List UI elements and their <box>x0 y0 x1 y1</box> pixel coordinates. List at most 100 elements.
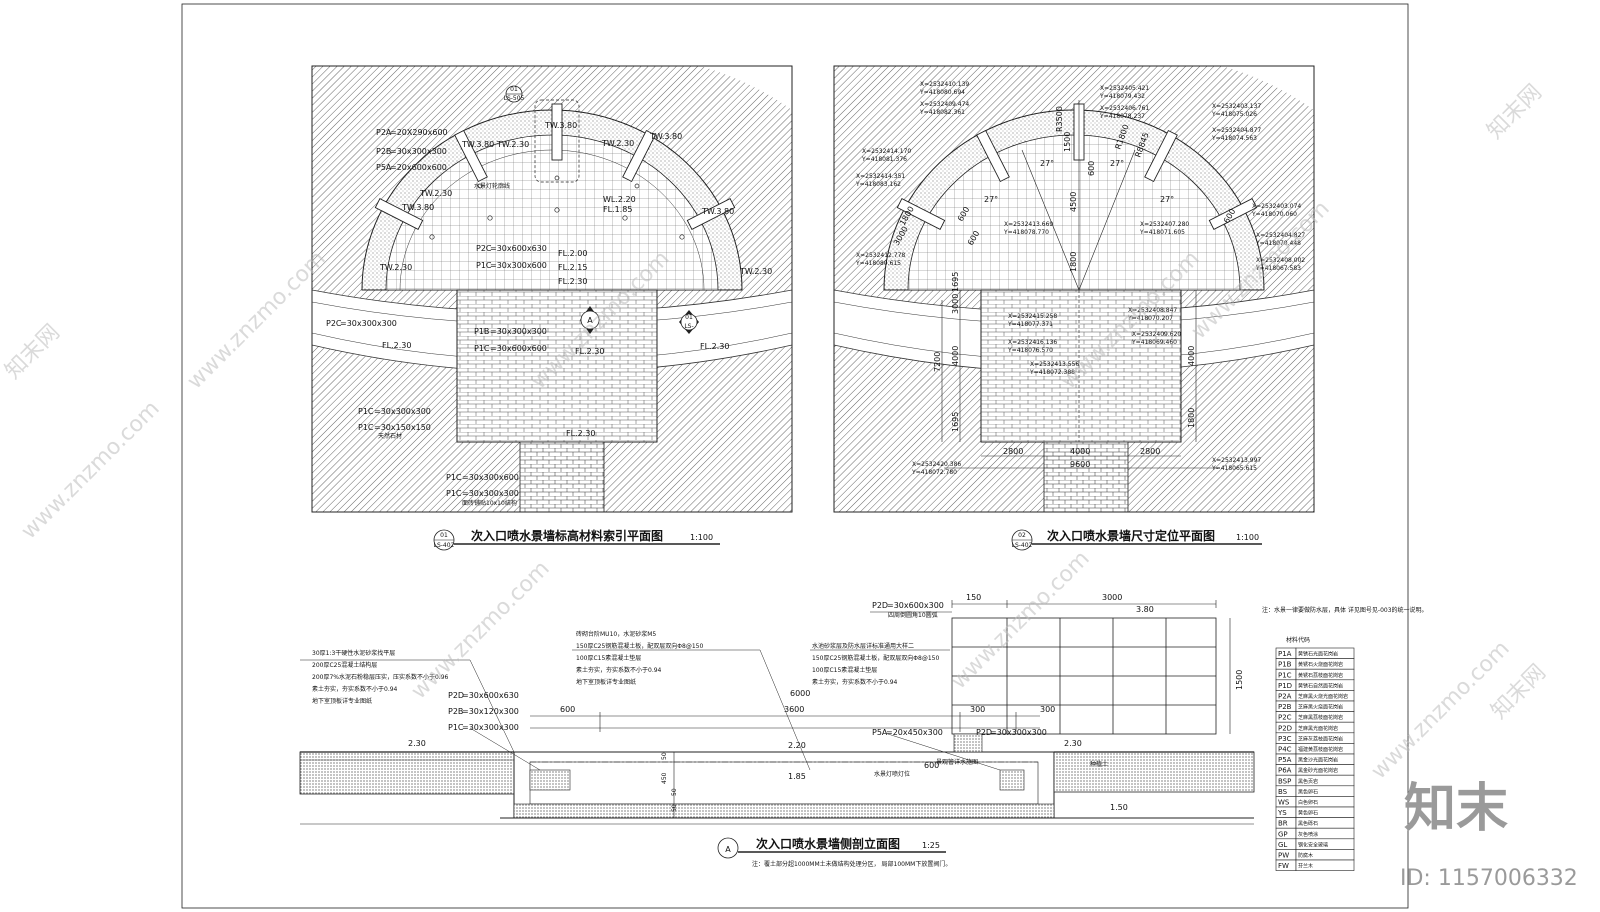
coord-label: X=2532414.170 <box>862 148 911 155</box>
legend-desc: 黄锈石光面花岗岩 <box>1298 651 1338 658</box>
plan1-label: P1B <box>474 327 489 336</box>
coord-label: Y=418075.026 <box>1211 111 1257 118</box>
legend-code: P1B <box>1278 661 1292 669</box>
coord-label: X=2532403.137 <box>1212 103 1261 110</box>
dim-label: 27° <box>1110 159 1124 168</box>
section-label: P2D <box>976 728 992 737</box>
legend-desc: 芝麻黑荔枝面花岗岩 <box>1298 714 1343 721</box>
section-label: 1.85 <box>788 772 806 781</box>
plan2-sheet: LS-402 <box>1012 542 1033 549</box>
section-elevation: 30厚1:3干硬性水泥砂浆找平层 200厚C25混凝土结构层 200厚7%水泥石… <box>299 593 1255 868</box>
section-note: 地下室顶板详专业图纸 <box>312 697 372 705</box>
section-label: 2.30 <box>408 739 426 748</box>
brand-id: ID: 1157006332 <box>1400 866 1578 891</box>
plan1-label: P1C <box>358 423 374 432</box>
coord-label: Y=418079.432 <box>1099 93 1145 100</box>
section-title-block: A 次入口喷水景墙侧剖立面图 1:25 注：覆土部分超1000MM土未做结构处理… <box>717 836 951 868</box>
plan1-label: TW.2.30 <box>379 263 412 272</box>
plan1-label: FL.2.30 <box>575 347 604 356</box>
coord-label: X=2532413.556 <box>1030 361 1079 368</box>
legend-row: P1A 黄锈石光面花岗岩 <box>1275 647 1355 659</box>
section-label: 450 <box>661 772 668 784</box>
coord-label: X=2532414.351 <box>856 173 905 180</box>
section-label: 2.20 <box>788 741 806 750</box>
section-label: 四周倒圆角10圆弧 <box>888 611 938 619</box>
legend-desc: 白色卵石 <box>1298 799 1318 806</box>
plan1-label: FL.2.30 <box>558 277 587 286</box>
section-note: 200厚C25混凝土结构层 <box>312 661 377 669</box>
section-label: 种植土 <box>1090 760 1108 768</box>
plan1-label: P5A <box>376 163 392 172</box>
legend-code: YS <box>1277 809 1287 817</box>
dim-label: 4000 <box>1187 346 1196 366</box>
plan1-label: TW.3.80 <box>544 121 577 130</box>
plan1-label: =30x300x600 <box>490 261 547 270</box>
section-note: 地下室顶板详专业图纸 <box>576 678 636 686</box>
plan1-sheet: LS-402 <box>434 542 455 549</box>
plan2-title-block: 02 LS-402 次入口喷水景墙尺寸定位平面图 1:100 <box>1011 528 1262 551</box>
svg-text:A: A <box>587 316 593 325</box>
brand-logo: 知末 <box>1404 779 1508 839</box>
plan1-label: TW.3.80 <box>701 207 734 216</box>
dim-label: 2800 <box>1003 447 1023 456</box>
coord-label: X=2532409.620 <box>1132 331 1181 338</box>
section-label: 600 <box>560 705 575 714</box>
coord-label: X=2532415.258 <box>1008 313 1057 320</box>
coord-label: Y=418069.460 <box>1131 339 1177 346</box>
section-note: 150厚C25钢筋混凝土板，配双层双向Φ8@150 <box>812 654 939 662</box>
legend-desc: 黑色卵石 <box>1298 788 1318 795</box>
coord-label: Y=418082.361 <box>919 109 965 116</box>
legend-code: P2A <box>1278 693 1292 701</box>
legend-head: 材料代码 <box>1286 636 1310 644</box>
plan1-label: FL.2.30 <box>566 429 595 438</box>
plan1-label: FL.1.85 <box>603 205 632 214</box>
plan1-callout-top: 01 LS-505 <box>504 85 525 103</box>
dim-label: 3000 <box>951 294 960 314</box>
coord-label: X=2532416.136 <box>1008 339 1057 346</box>
section-label: 3000 <box>1102 593 1122 602</box>
legend-code: P1A <box>1278 650 1292 658</box>
svg-text:LS-: LS- <box>684 323 693 330</box>
section-note: 200厚7%水泥石粉稳层压实，压实系数不小于0.96 <box>312 673 449 681</box>
legend-code: GP <box>1278 830 1288 838</box>
section-label: 3600 <box>784 705 804 714</box>
plan1-label: WL.2.20 <box>603 195 636 204</box>
legend-code: BR <box>1278 820 1288 828</box>
plan1-label: =30x300x300 <box>490 327 547 336</box>
plan1-label: P2C <box>326 319 342 328</box>
coord-label: Y=418072.780 <box>911 469 957 476</box>
legend-desc: 芝麻黑火烧光面花岗岩 <box>1298 693 1348 700</box>
legend-cell <box>1295 859 1355 871</box>
sheet-border <box>181 3 1409 909</box>
plan1-label: 面砖铺贴10x10结构 <box>462 499 517 507</box>
section-label: =20x450x300 <box>886 728 943 737</box>
legend-desc: 钢化安全玻璃 <box>1298 841 1328 848</box>
dim-label: R3500 <box>1055 106 1064 132</box>
plan1-title-block: 01 LS-402 次入口喷水景墙标高材料索引平面图 1:100 <box>433 528 720 551</box>
coord-label: X=2532408.847 <box>1128 307 1177 314</box>
svg-text:LS-505: LS-505 <box>504 95 525 102</box>
coord-label: X=2532420.386 <box>912 461 961 468</box>
watermark-text: www.znzmo.com <box>183 246 331 394</box>
legend-code: P3C <box>1278 735 1292 743</box>
coord-label: Y=418072.388 <box>1029 369 1075 376</box>
plan1-label: P2A <box>376 128 392 137</box>
coord-label: Y=418081.376 <box>861 156 907 163</box>
plan2-title: 次入口喷水景墙尺寸定位平面图 <box>1047 528 1215 543</box>
coord-label: Y=418078.237 <box>1099 113 1145 120</box>
section-note: 素土夯实，夯实系数不小于0.94 <box>576 666 662 674</box>
plan1-num: 01 <box>440 532 448 539</box>
plan1-label: =30x300x300 <box>462 489 519 498</box>
watermark-text: 知末网 <box>1483 80 1547 144</box>
plan2-num: 02 <box>1018 532 1026 539</box>
coord-label: Y=418078.770 <box>1003 229 1049 236</box>
